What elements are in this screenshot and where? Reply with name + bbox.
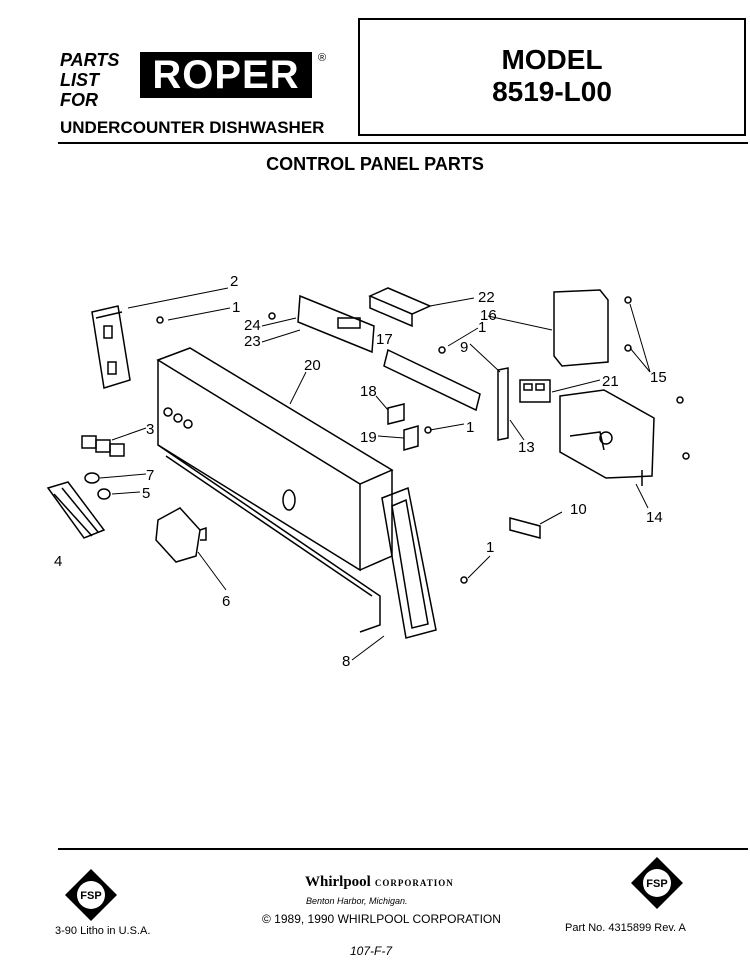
registered-mark: ® xyxy=(318,52,327,64)
model-number: 8519-L00 xyxy=(492,76,612,107)
callout-17: 17 xyxy=(376,331,393,348)
end-bracket-part xyxy=(91,305,131,389)
corporation-word: CORPORATION xyxy=(374,878,454,888)
callout-18: 18 xyxy=(360,383,377,400)
list-word: LIST xyxy=(60,70,99,90)
timer-cover-part xyxy=(553,289,609,367)
spring-part xyxy=(84,472,100,484)
fsp-seal-left-text: FSP xyxy=(80,890,101,902)
header-rule xyxy=(58,142,748,144)
roper-logo: ROPER xyxy=(140,52,312,98)
callout-10: 10 xyxy=(570,501,587,518)
model-label: MODEL xyxy=(501,44,603,75)
section-title: CONTROL PANEL PARTS xyxy=(266,154,484,174)
mounting-plate-part xyxy=(297,294,375,354)
callout-9: 9 xyxy=(460,339,468,356)
callout-22: 22 xyxy=(478,289,495,306)
screws xyxy=(156,296,690,584)
callout-3: 3 xyxy=(146,421,154,438)
part-number: Part No. 4315899 Rev. A xyxy=(565,922,686,934)
handwritten-note: 107-F-7 xyxy=(350,944,393,958)
product-name: UNDERCOUNTER DISHWASHER xyxy=(60,118,325,137)
plug-part xyxy=(519,379,551,403)
callout-8: 8 xyxy=(342,653,350,670)
callout-1a: 1 xyxy=(232,299,240,316)
callout-7: 7 xyxy=(146,467,154,484)
callout-1b: 1 xyxy=(478,319,486,336)
copyright-notice: © 1989, 1990 WHIRLPOOL CORPORATION xyxy=(262,912,501,926)
for-word: FOR xyxy=(60,90,98,110)
callout-16: 16 xyxy=(480,307,497,324)
callout-13: 13 xyxy=(518,439,535,456)
company-city: Benton Harbor, Michigan. xyxy=(306,896,408,906)
callout-4: 4 xyxy=(54,553,62,570)
terminal-strip-part xyxy=(497,367,509,441)
bracket-part xyxy=(383,348,481,412)
wire-connector-part xyxy=(509,517,541,539)
fsp-seal-left-icon: FSP xyxy=(65,869,117,921)
timer-part xyxy=(559,389,655,486)
button-strip-part xyxy=(46,481,106,539)
end-cap-part xyxy=(381,486,437,639)
retainer-part xyxy=(97,488,111,500)
callout-14: 14 xyxy=(646,509,663,526)
callout-24: 24 xyxy=(244,317,261,334)
callout-23: 23 xyxy=(244,333,261,350)
callout-15: 15 xyxy=(650,369,667,386)
fsp-seal-right-icon: FSP xyxy=(631,857,683,909)
callout-20: 20 xyxy=(304,357,321,374)
callout-19: 19 xyxy=(360,429,377,446)
console-panel-part xyxy=(156,347,394,633)
model-box xyxy=(358,18,746,136)
litho-notice: 3-90 Litho in U.S.A. xyxy=(55,925,151,937)
callout-1c: 1 xyxy=(466,419,474,436)
fsp-seal-right-text: FSP xyxy=(646,878,667,890)
parts-list-for-label: PARTS LIST FOR xyxy=(60,50,119,110)
terminal-block-part xyxy=(368,287,432,328)
callout-21: 21 xyxy=(602,373,619,390)
clip-lower-part xyxy=(403,425,419,451)
whirlpool-name: Whirlpool xyxy=(305,874,371,890)
footer-rule xyxy=(58,848,748,850)
knob-part xyxy=(155,507,207,563)
parts-word: PARTS xyxy=(60,50,120,70)
callout-2: 2 xyxy=(230,273,238,290)
callout-6: 6 xyxy=(222,593,230,610)
clip-upper-part xyxy=(387,403,405,425)
push-buttons-part xyxy=(81,435,125,457)
callout-1d: 1 xyxy=(486,539,494,556)
callout-5: 5 xyxy=(142,485,150,502)
